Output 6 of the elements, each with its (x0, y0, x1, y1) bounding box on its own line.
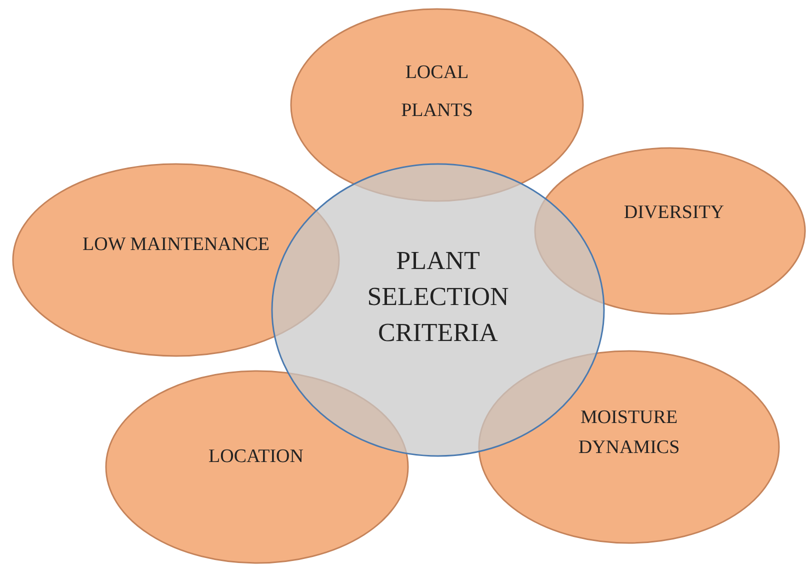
node-label: DIVERSITY (622, 201, 726, 225)
node-label: MOISTURE DYNAMICS (577, 406, 681, 460)
node-label: LOCATION (208, 445, 304, 469)
node-label: PLANT SELECTION CRITERIA (366, 245, 510, 349)
node-label: LOW MAINTENANCE (82, 233, 270, 257)
node-label: LOCAL PLANTS (400, 61, 474, 123)
